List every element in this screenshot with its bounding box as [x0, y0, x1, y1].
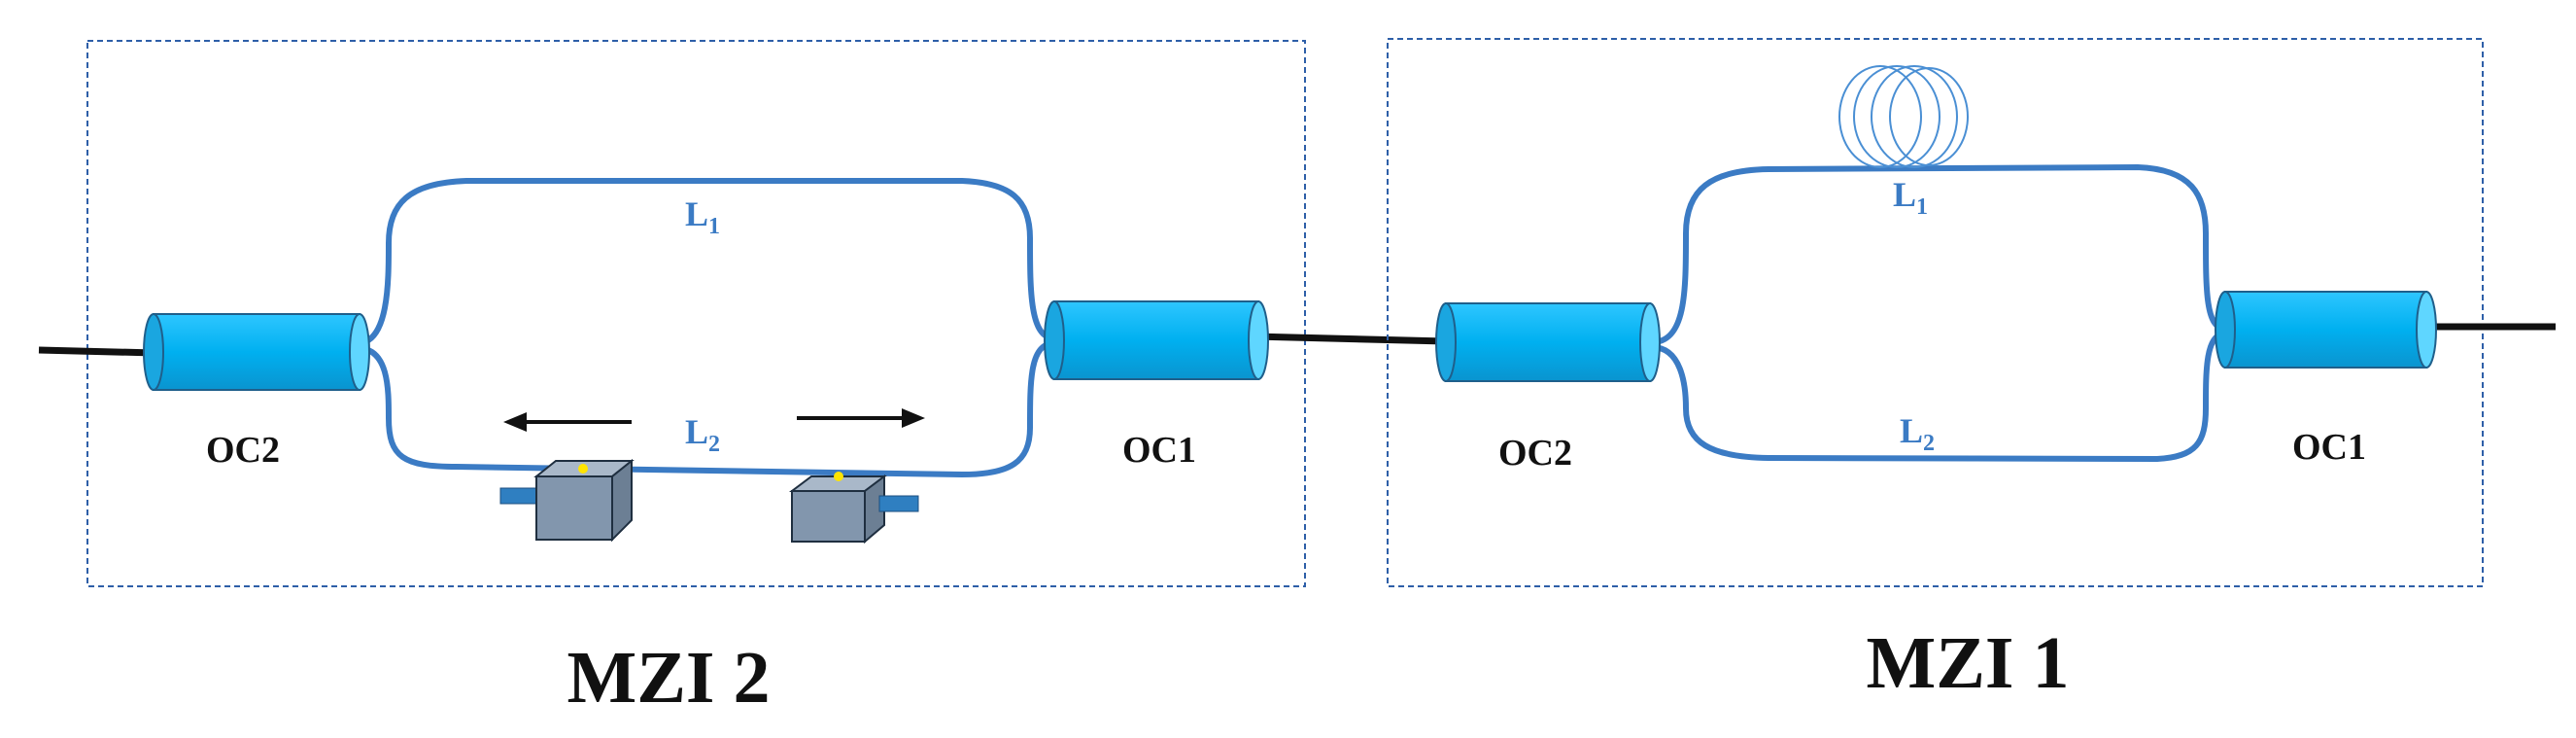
- mzi2-arm-upper-label: L1: [685, 194, 720, 239]
- mzi1-oc1-label: OC1: [2292, 427, 2366, 468]
- translation-stage-right-icon: [789, 472, 919, 545]
- mzi2-arm-upper: [357, 178, 1055, 346]
- interconnect-lead: [1253, 333, 1447, 345]
- mzi2-oc1-label: OC1: [1122, 430, 1196, 471]
- mzi1-title: MZI 1: [1867, 622, 2070, 704]
- arrow-left-icon: [503, 412, 632, 432]
- mzi2-title: MZI 2: [567, 637, 771, 719]
- mzi2-arm-lower-label: L2: [685, 412, 720, 457]
- mzi1-arm-upper-label: L1: [1893, 175, 1928, 220]
- mzi2-arm-lower: [357, 340, 1055, 478]
- arrow-right-icon: [797, 408, 925, 428]
- mzi1-box: [1387, 38, 2484, 587]
- mzi1-oc2-label: OC2: [1498, 433, 1572, 474]
- mzi1-coupler-oc1-icon: [2215, 291, 2437, 369]
- mzi2-oc2-label: OC2: [206, 430, 280, 471]
- translation-stage-left-icon: [499, 458, 635, 543]
- mzi2-box: [86, 40, 1306, 587]
- mzi1-coupler-oc2-icon: [1435, 302, 1661, 382]
- fiber-coil-icon: [1838, 65, 1969, 168]
- mzi1-arm-lower: [1651, 331, 2226, 463]
- mzi2-coupler-oc2-icon: [143, 313, 370, 391]
- mzi1-arm-lower-label: L2: [1900, 411, 1935, 456]
- mzi2-input-lead: [38, 346, 156, 357]
- mzi2-coupler-oc1-icon: [1044, 300, 1269, 380]
- mzi1-arm-upper: [1651, 163, 2226, 345]
